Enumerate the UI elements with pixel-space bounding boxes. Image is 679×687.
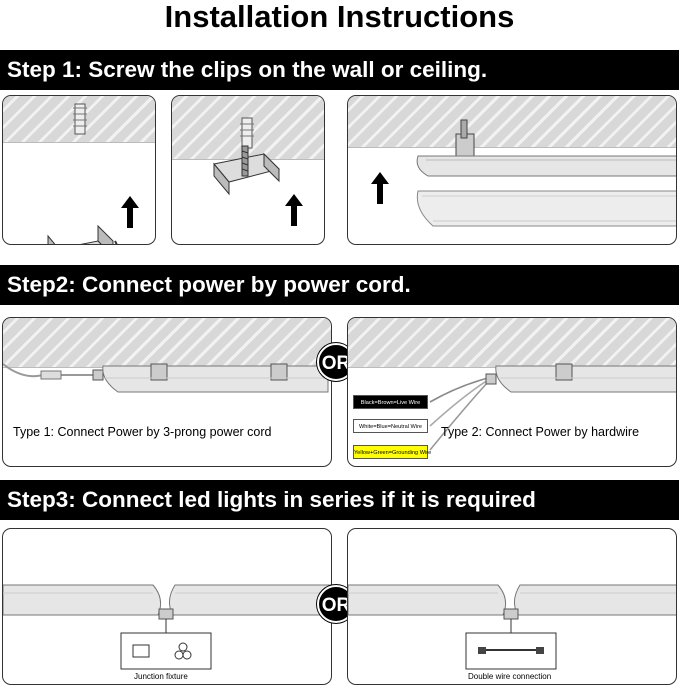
page-title: Installation Instructions <box>164 0 515 34</box>
junction-box-icon <box>120 619 212 670</box>
ceiling-hatch <box>348 96 676 148</box>
wire-legend-ground: Yellow+Green=Grounding Wire <box>353 445 431 459</box>
double-wire-illustration <box>348 584 676 670</box>
wire-legend-neutral: White=Blue=Neutral Wire <box>353 419 428 433</box>
fixture-clip-illustration <box>371 119 676 227</box>
step1-panel-fixture <box>347 95 677 245</box>
power-cord-illustration <box>3 363 329 393</box>
led-tube-fixture-icon <box>3 584 331 620</box>
screwed-clip-illustration <box>213 117 303 226</box>
up-arrow-icon <box>121 196 139 228</box>
step-2-heading: Step2: Connect power by power cord. <box>0 265 679 305</box>
ceiling-hatch <box>3 318 331 368</box>
led-tube-fixture-icon <box>348 584 676 620</box>
screw-icon <box>241 145 249 177</box>
step2-panel-power-cord: Type 1: Connect Power by 3-prong power c… <box>2 317 332 467</box>
wire-bundle-icon <box>429 373 497 451</box>
type2-caption: Type 2: Connect Power by hardwire <box>441 425 640 439</box>
led-tube-fixture-icon <box>495 363 676 393</box>
up-arrow-icon <box>371 172 389 204</box>
step3-panel-junction: Junction fixture <box>2 528 332 685</box>
step1-panel-screwed <box>171 95 325 245</box>
up-arrow-icon <box>285 194 303 226</box>
double-wire-caption: Double wire connection <box>468 672 552 681</box>
step-1-heading: Step 1: Screw the clips on the wall or c… <box>0 50 679 90</box>
junction-caption: Junction fixture <box>134 672 188 681</box>
wall-plug-icon <box>73 103 87 135</box>
step2-panel-hardwire: Black=Brown=Live Wire White=Blue=Neutral… <box>347 317 677 467</box>
wall-plug-icon <box>240 117 254 149</box>
mounting-clip-icon <box>47 224 118 244</box>
wire-legend-live: Black=Brown=Live Wire <box>353 395 428 409</box>
connector-cable-icon <box>465 619 557 670</box>
step3-panel-double-wire: Double wire connection <box>347 528 677 685</box>
junction-illustration <box>3 584 331 670</box>
led-tube-fixture-icon <box>416 155 676 227</box>
hardwire-illustration <box>429 363 676 451</box>
clip-illustration <box>47 103 139 244</box>
step-3-heading: Step3: Connect led lights in series if i… <box>0 480 679 520</box>
mounting-clip-icon <box>455 119 475 157</box>
led-tube-fixture-icon <box>102 363 329 393</box>
power-cord-icon <box>3 363 104 381</box>
type1-caption: Type 1: Connect Power by 3-prong power c… <box>13 425 272 439</box>
step1-panel-clip <box>2 95 156 245</box>
or-badge-step2: OR <box>317 343 355 381</box>
